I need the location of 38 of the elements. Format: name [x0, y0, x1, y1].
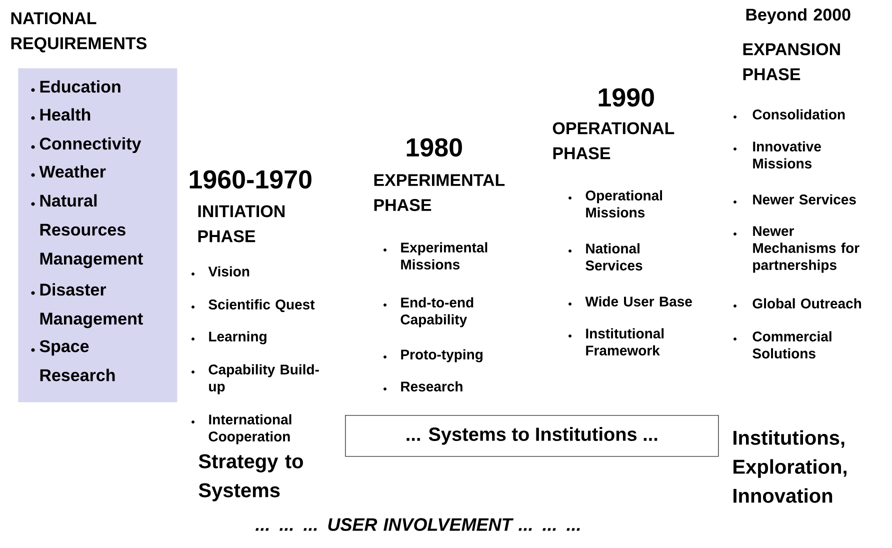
- phase-heading: EXPANSION PHASE: [743, 43, 840, 80]
- bullet-item: Weather: [31, 165, 106, 178]
- bullet-item: Natural Resources Management: [31, 194, 143, 268]
- bullet-item: National Services: [568, 243, 642, 270]
- bullet-item: Space Research: [31, 340, 115, 382]
- bullet-item: End-to-end Capability: [384, 297, 474, 328]
- bullet-item: Global Outreach: [734, 298, 862, 308]
- panel-heading: NATIONAL REQUIREMENTS: [11, 12, 146, 52]
- year-heading: 1980: [406, 138, 462, 157]
- bullet-item: Connectivity: [31, 137, 142, 154]
- bullet-item: Capability Build-up: [192, 364, 319, 394]
- footer-text: ... ... ... USER INVOLVEMENT ... ... ...: [256, 518, 580, 531]
- bullet-item: Innovative Missions: [734, 141, 821, 168]
- transition-box: ... Systems to Institutions ...: [345, 415, 719, 457]
- bullet-item: Operational Missions: [568, 190, 662, 218]
- bullet-item: Consolidation: [734, 109, 845, 120]
- bullet-item: Vision: [192, 266, 250, 276]
- year-heading: Beyond 2000: [746, 8, 850, 24]
- bullet-item: Institutional Framework: [568, 328, 664, 356]
- bullet-item: Wide User Base: [568, 296, 692, 306]
- bullet-item: Newer Services: [734, 194, 856, 204]
- bullet-item: Commercial Solutions: [734, 331, 832, 358]
- bullet-item: International Cooperation: [192, 414, 292, 444]
- phase-heading: OPERATIONAL PHASE: [552, 122, 674, 160]
- bullet-item: Research: [384, 381, 462, 392]
- bullet-item: Disaster Management: [31, 283, 143, 328]
- year-heading: 1990: [598, 88, 654, 107]
- phase-summary: Strategy to Systems: [198, 454, 303, 502]
- bullet-item: Scientific Quest: [192, 299, 315, 312]
- bullet-item: Education: [31, 80, 120, 93]
- phase-summary: Institutions, Exploration, Innovation: [734, 430, 846, 503]
- phase-heading: INITIATION PHASE: [198, 205, 285, 242]
- bullet-item: Health: [31, 108, 90, 121]
- bullet-item: Learning: [192, 331, 266, 344]
- bullet-item: Proto-typing: [384, 349, 482, 362]
- bullet-item: Newer Mechanisms for partnerships: [734, 226, 860, 273]
- phase-heading: EXPERIMENTAL PHASE: [374, 174, 505, 212]
- bullet-item: Experimental Missions: [384, 242, 488, 270]
